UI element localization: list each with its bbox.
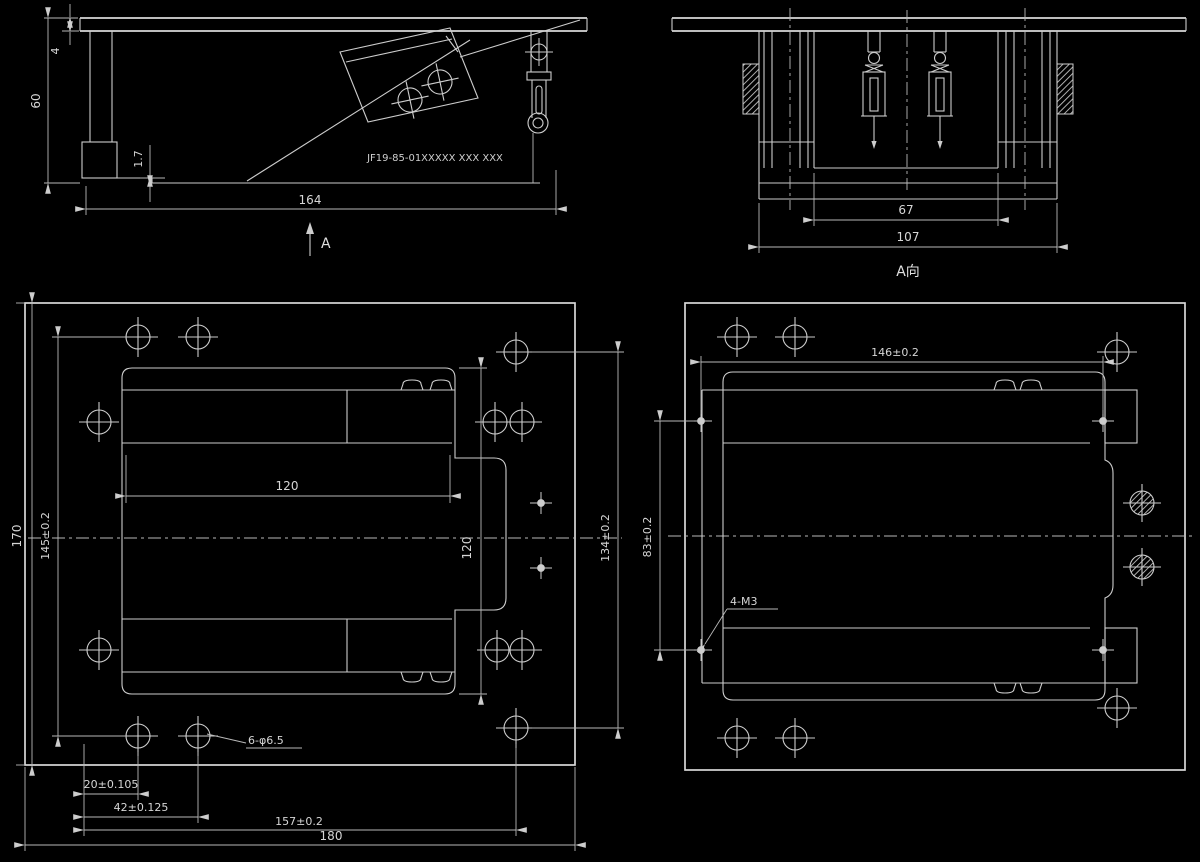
hole-crosshair-icon	[501, 401, 543, 443]
callout-4-holes: 4-M3	[696, 595, 778, 655]
dim-outer-107: 107	[748, 203, 1068, 253]
svg-text:164: 164	[299, 193, 322, 207]
armature-hole-icon	[421, 63, 459, 101]
dim-step-1_7: 1.7	[132, 145, 165, 202]
dim-right-hole-span-134: 134±0.2	[532, 341, 624, 739]
armature-hole-icon	[391, 81, 429, 119]
view-label-a: A向	[896, 264, 920, 280]
dim-hole-offset-2: 42±0.125	[114, 801, 169, 814]
screw-cap-icon	[429, 671, 453, 683]
svg-text:170: 170	[10, 525, 24, 548]
svg-text:60: 60	[29, 93, 43, 108]
svg-text:4: 4	[49, 48, 62, 55]
screw-cap-icon	[1019, 379, 1043, 391]
dim-hole-offset-1: 20±0.105	[84, 778, 139, 791]
hole-crosshair-icon	[177, 316, 219, 358]
hole-crosshair-icon	[495, 331, 537, 373]
dim-plate-thickness-4: 4	[49, 4, 79, 55]
hole-crosshair-icon	[774, 316, 816, 358]
svg-text:134±0.2: 134±0.2	[599, 514, 612, 562]
hanger-hole-icon	[524, 37, 554, 67]
clamp-left	[742, 63, 760, 115]
screw-cap-icon	[1019, 682, 1043, 694]
hole-dot-icon	[1091, 638, 1115, 662]
dim-body-width-120: 120	[115, 455, 461, 503]
svg-text:67: 67	[898, 203, 913, 217]
svg-text:120: 120	[276, 479, 299, 493]
hole-crosshair-icon	[1096, 687, 1138, 729]
hole-crosshair-icon	[495, 707, 537, 749]
view-arrow-A: A	[306, 222, 331, 256]
dim-overall-height-170: 170	[10, 292, 35, 776]
dim-overall-width: 180	[320, 829, 343, 843]
svg-text:6-φ6.5: 6-φ6.5	[248, 734, 284, 747]
hole-dot-icon	[529, 491, 553, 515]
svg-text:1.7: 1.7	[132, 150, 145, 168]
hole-hatched-icon	[1122, 547, 1162, 587]
hole-hatched-icon	[1122, 483, 1162, 523]
svg-text:107: 107	[897, 230, 920, 244]
dim-hole-span-145: 145±0.2	[39, 326, 126, 747]
screw-cap-icon	[993, 379, 1017, 391]
hole-crosshair-icon	[774, 717, 816, 759]
hole-crosshair-icon	[78, 401, 120, 443]
spring-icon	[860, 30, 888, 150]
hole-dot-icon	[529, 556, 553, 580]
side-view: JF19-85-01XXXXX XXX XXX 60 4 1.7 164	[29, 4, 588, 256]
spring-hanger-side	[524, 31, 554, 183]
dim-width-164: 164	[75, 170, 567, 215]
hole-crosshair-icon	[501, 629, 543, 671]
clamp-right	[1056, 63, 1074, 115]
plan-view-left: 6-φ6.5 170 145±0.2 120 120	[10, 292, 624, 851]
dim-height-60: 60	[29, 7, 80, 194]
callout-6-holes: 6-φ6.5	[206, 733, 302, 749]
dim-inner-67: 67	[803, 173, 1009, 226]
hole-crosshair-icon	[716, 316, 758, 358]
dim-body-height-120: 120	[459, 357, 487, 705]
dim-hole-span-83: 83±0.2	[641, 410, 694, 661]
dim-hole-span-146: 146±0.2	[690, 346, 1114, 414]
dim-hole-span-h: 157±0.2	[275, 815, 323, 828]
front-view: 67 107 A向	[671, 8, 1187, 280]
screw-cap-icon	[400, 671, 424, 683]
spring-icon	[926, 30, 954, 150]
screw-cap-icon	[429, 379, 453, 391]
hole-crosshair-icon	[177, 715, 219, 757]
svg-text:A: A	[321, 236, 331, 252]
svg-text:83±0.2: 83±0.2	[641, 517, 654, 558]
svg-text:146±0.2: 146±0.2	[871, 346, 919, 359]
svg-text:145±0.2: 145±0.2	[39, 512, 52, 560]
hole-crosshair-icon	[716, 717, 758, 759]
svg-text:120: 120	[460, 537, 474, 560]
svg-text:4-M3: 4-M3	[730, 595, 757, 608]
screw-cap-icon	[993, 682, 1017, 694]
part-number: JF19-85-01XXXXX XXX XXX	[366, 153, 503, 164]
dim-bottom-stack: 20±0.105 42±0.125 157±0.2 180	[14, 744, 586, 851]
plan-view-right: 146±0.2 83±0.2 4-M3	[641, 302, 1196, 771]
screw-cap-icon	[400, 379, 424, 391]
hole-crosshair-icon	[78, 629, 120, 671]
